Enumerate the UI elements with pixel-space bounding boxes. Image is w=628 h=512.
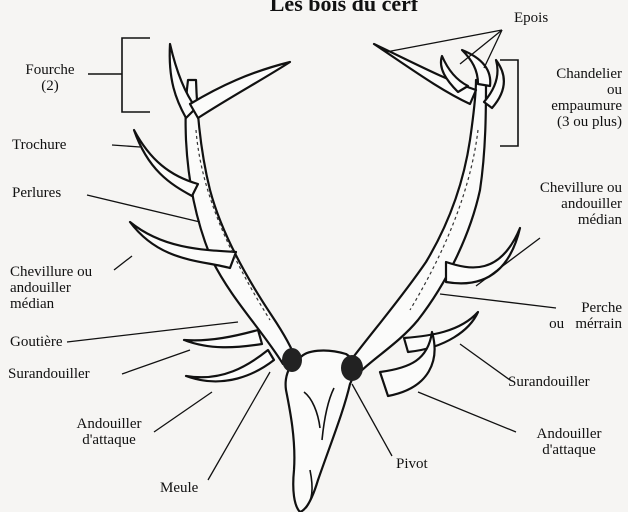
label-andouiller-attaque-right: Andouiller d'attaque	[516, 426, 622, 458]
label-chandelier-line4: (3 ou plus)	[520, 114, 622, 130]
right-epois-tine-1	[374, 44, 476, 104]
label-andouiller-attaque-left: Andouiller d'attaque	[64, 416, 154, 448]
label-perche-line1: Perche	[500, 300, 622, 316]
left-beam	[186, 80, 296, 364]
label-chandelier-line2: ou	[520, 82, 622, 98]
label-chevillure-right-line1: Chevillure ou	[500, 180, 622, 196]
label-chevillure-right-line2: andouiller	[500, 196, 622, 212]
left-fork-tine-outer	[190, 62, 290, 118]
label-chevillure-left-line1: Chevillure ou	[10, 264, 92, 280]
left-burr	[282, 348, 302, 372]
label-surandouiller-left: Surandouiller	[8, 366, 90, 382]
label-fourche-text: Fourche	[14, 62, 86, 78]
left-attaque-tine	[186, 350, 274, 381]
label-chevillure-left: Chevillure ou andouiller médian	[10, 264, 92, 312]
label-fourche-count: (2)	[14, 78, 86, 94]
label-trochure: Trochure	[12, 137, 66, 153]
label-attaque-right-line1: Andouiller	[516, 426, 622, 442]
label-attaque-right-line2: d'attaque	[516, 442, 622, 458]
label-perche: Perche ou mérrain	[500, 300, 622, 332]
label-chandelier-line3: empaumure	[520, 98, 622, 114]
label-perche-line2: ou mérrain	[500, 316, 622, 332]
diagram-title: Les bois du cerf	[214, 0, 474, 17]
label-pivot: Pivot	[396, 456, 428, 472]
label-attaque-left-line1: Andouiller	[64, 416, 154, 432]
label-goutiere: Goutière	[10, 334, 62, 350]
label-chevillure-right: Chevillure ou andouiller médian	[500, 180, 622, 228]
right-burr	[341, 355, 363, 381]
label-epois: Epois	[514, 10, 548, 26]
label-chevillure-right-line3: médian	[500, 212, 622, 228]
label-chandelier-line1: Chandelier	[520, 66, 622, 82]
fourche-bracket	[122, 38, 150, 112]
left-surandouiller-tine	[184, 330, 262, 347]
label-chevillure-left-line3: médian	[10, 296, 92, 312]
label-chandelier: Chandelier ou empaumure (3 ou plus)	[520, 66, 622, 130]
label-fourche: Fourche (2)	[14, 62, 86, 94]
label-meule: Meule	[160, 480, 198, 496]
label-attaque-left-line2: d'attaque	[64, 432, 154, 448]
label-perlures: Perlures	[12, 185, 61, 201]
label-chevillure-left-line2: andouiller	[10, 280, 92, 296]
label-surandouiller-right: Surandouiller	[508, 374, 590, 390]
